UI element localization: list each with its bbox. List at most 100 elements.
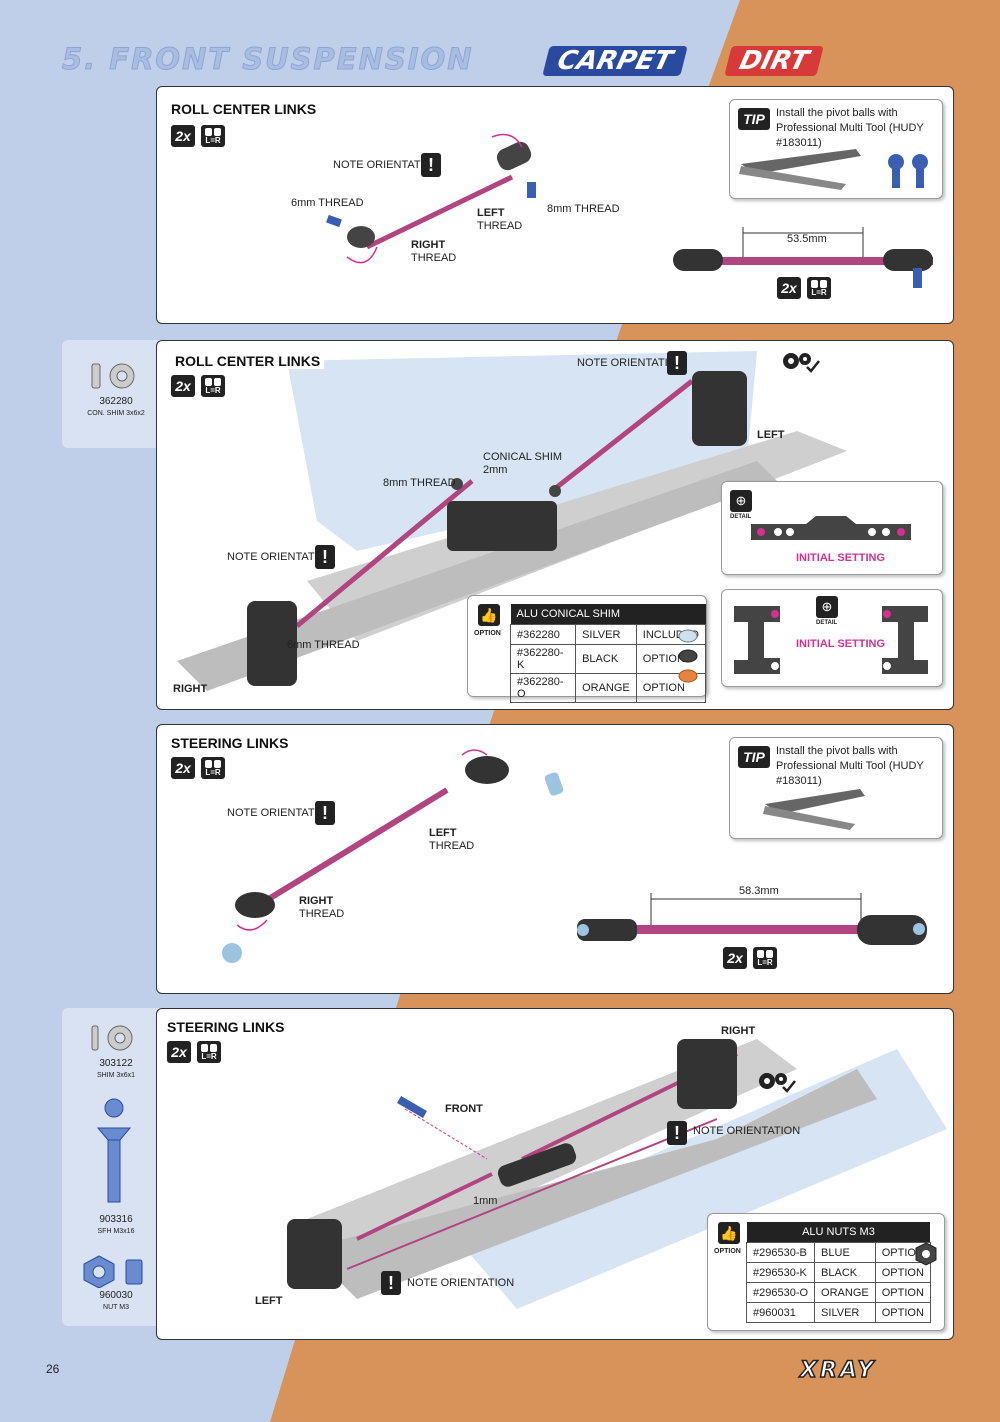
left-equals-right-icon: L=R bbox=[201, 375, 225, 397]
shim-3x6x1-icon bbox=[91, 1025, 133, 1051]
qty-icons: 2x L=R bbox=[171, 125, 225, 147]
multi-tool-drawing bbox=[763, 789, 865, 830]
panel-roll-center-links-2: ROLL CENTER LINKS 2x L=R NOTE ORIENTATIO… bbox=[156, 340, 954, 710]
shim-color-swatches bbox=[678, 629, 698, 683]
roll-center-block-drawing bbox=[751, 516, 911, 540]
left-label: LEFT bbox=[255, 1295, 283, 1307]
assembled-steering-link-drawing bbox=[577, 893, 927, 945]
note-orientation-left: NOTE ORIENTATION bbox=[227, 551, 335, 563]
detail-magnifier-icon: ⊕ bbox=[730, 490, 752, 512]
nut-m3-icon bbox=[83, 1255, 143, 1288]
thread-6mm-label: 6mm THREAD bbox=[287, 639, 360, 651]
tip-box: TIP Install the pivot balls with Profess… bbox=[729, 99, 943, 199]
qty-2x-icon: 2x bbox=[777, 277, 801, 299]
detail-box-initial-setting-2: ⊕ DETAIL INITIAL SETTING bbox=[721, 589, 943, 687]
tip-box: TIP Install the pivot balls with Profess… bbox=[729, 737, 943, 839]
multi-tool-drawing bbox=[739, 149, 928, 190]
conical-shim-icon bbox=[91, 363, 135, 389]
warning-icon: ! bbox=[667, 1121, 687, 1145]
qty-2x-icon: 2x bbox=[171, 375, 195, 397]
note-orientation-left: NOTE ORIENTATION bbox=[407, 1277, 515, 1289]
page-title: 5. FRONT SUSPENSION bbox=[62, 42, 474, 77]
detail-label: DETAIL bbox=[730, 514, 752, 520]
left-equals-right-icon: L=R bbox=[201, 125, 225, 147]
chassis-steering-drawing bbox=[287, 1039, 947, 1309]
warning-icon: ! bbox=[381, 1271, 401, 1295]
left-label: LEFT bbox=[757, 429, 785, 441]
left-equals-right-icon: L=R bbox=[807, 277, 831, 299]
tip-icon: TIP bbox=[738, 746, 770, 768]
gear-check-icon bbox=[759, 1073, 796, 1093]
assembled-link-drawing bbox=[673, 227, 933, 288]
hub-carrier-drawing-right bbox=[882, 606, 928, 674]
dimension-53-5mm: 53.5mm bbox=[787, 233, 827, 245]
qty-icons: 2x L=R bbox=[167, 1041, 221, 1063]
qty-icons-assembled: 2x L=R bbox=[777, 277, 831, 299]
note-orientation-right: NOTE ORIENTATION bbox=[693, 1125, 801, 1137]
thread-6mm-label: 6mm THREAD bbox=[291, 197, 364, 209]
qty-icons: 2x L=R bbox=[171, 757, 225, 779]
roll-center-link-exploded-drawing bbox=[326, 133, 536, 264]
tip-text: Install the pivot balls with Professiona… bbox=[776, 107, 924, 149]
option-label: OPTION bbox=[474, 630, 501, 637]
warning-icon: ! bbox=[315, 545, 335, 569]
thread-8mm-label: 8mm THREAD bbox=[547, 203, 620, 215]
gear-check-icon bbox=[783, 353, 820, 373]
left-equals-right-icon: L=R bbox=[197, 1041, 221, 1063]
panel-roll-center-links-1: ROLL CENTER LINKS 2x L=R NOTE ORIENTATIO… bbox=[156, 86, 954, 324]
right-label: RIGHT bbox=[721, 1025, 756, 1037]
option-label: OPTION bbox=[714, 1248, 741, 1255]
detail-magnifier-icon: ⊕ bbox=[816, 596, 838, 618]
hub-carrier-drawing-left bbox=[734, 606, 780, 674]
tip-text: Install the pivot balls with Professiona… bbox=[776, 745, 924, 787]
note-orientation-label: NOTE ORIENTATION bbox=[333, 159, 441, 171]
note-orientation-top: NOTE ORIENTATION bbox=[577, 357, 685, 369]
panel-steering-links-1: STEERING LINKS 2x L=R NOTE ORIENTATION !… bbox=[156, 724, 954, 994]
note-orientation-label: NOTE ORIENTATION bbox=[227, 807, 335, 819]
carpet-badge: CARPET bbox=[542, 46, 688, 76]
tip-icon: TIP bbox=[738, 108, 770, 130]
warning-icon: ! bbox=[315, 801, 335, 825]
steering-link-exploded-drawing bbox=[222, 749, 564, 963]
right-label: RIGHT bbox=[173, 683, 208, 695]
qty-icons-assembled: 2x L=R bbox=[723, 947, 777, 969]
shim-1mm-label: 1mm bbox=[473, 1195, 498, 1207]
xray-logo: XRAY bbox=[799, 1357, 877, 1384]
left-equals-right-icon: L=R bbox=[753, 947, 777, 969]
option-table-header: ALU CONICAL SHIM bbox=[510, 604, 706, 625]
panel-title: ROLL CENTER LINKS bbox=[171, 101, 317, 117]
qty-2x-icon: 2x bbox=[723, 947, 747, 969]
page-number: 26 bbox=[46, 1362, 60, 1376]
panel-steering-links-2: STEERING LINKS 2x L=R RIGHT FRONT ! NOTE… bbox=[156, 1008, 954, 1340]
thumbs-up-icon: 👍 bbox=[718, 1222, 740, 1244]
qty-2x-icon: 2x bbox=[171, 125, 195, 147]
initial-setting-label: INITIAL SETTING bbox=[796, 638, 886, 650]
dimension-58-3mm: 58.3mm bbox=[739, 885, 779, 897]
initial-setting-label: INITIAL SETTING bbox=[796, 552, 886, 564]
nut-icon bbox=[915, 1242, 937, 1266]
detail-box-initial-setting-1: ⊕ DETAIL INITIAL SETTING bbox=[721, 481, 943, 575]
thread-8mm-label: 8mm THREAD bbox=[383, 477, 456, 489]
qty-icons: 2x L=R bbox=[171, 375, 225, 397]
thumbs-up-icon: 👍 bbox=[478, 604, 500, 626]
left-equals-right-icon: L=R bbox=[201, 757, 225, 779]
qty-2x-icon: 2x bbox=[171, 757, 195, 779]
warning-icon: ! bbox=[667, 351, 687, 375]
front-label: FRONT bbox=[445, 1103, 483, 1115]
warning-icon: ! bbox=[421, 153, 441, 177]
chassis-drawing bbox=[177, 351, 847, 691]
screw-sfh-icon bbox=[96, 1098, 132, 1203]
